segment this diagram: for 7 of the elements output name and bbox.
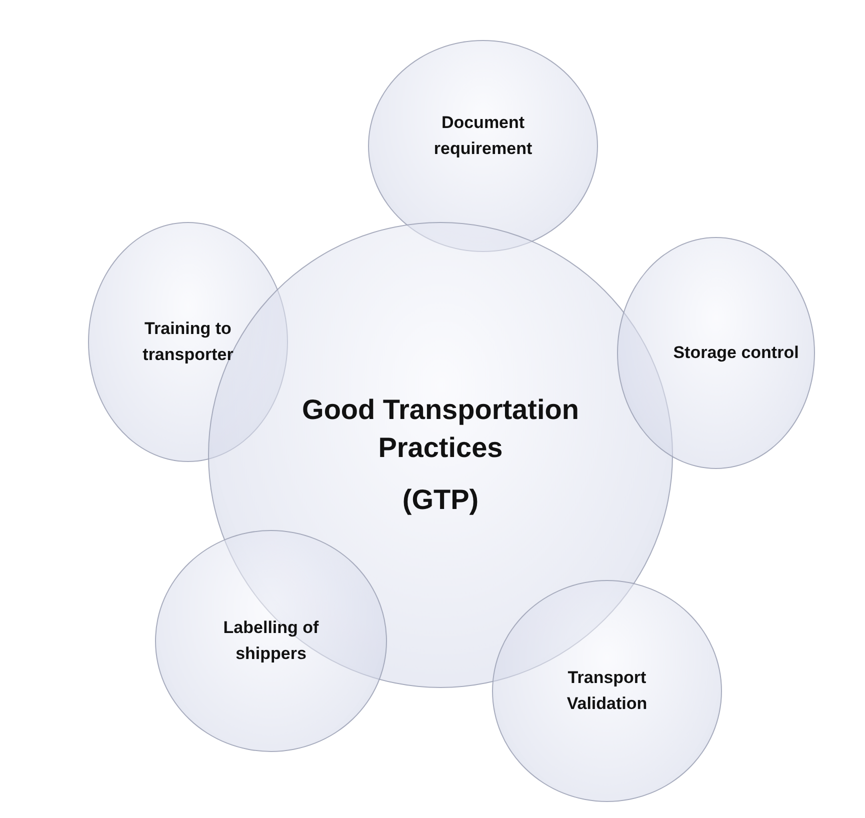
abbreviation-text: (GTP): [402, 482, 479, 517]
circle-label: Document requirement: [432, 112, 534, 160]
circle-label: Labelling of shippers: [222, 616, 320, 665]
title-text: Good Transportation Practices: [301, 393, 580, 466]
circle-label: Training to transporter: [142, 318, 234, 366]
circle-label: Storage control: [673, 342, 799, 364]
circle-label: Transport Validation: [566, 666, 648, 715]
